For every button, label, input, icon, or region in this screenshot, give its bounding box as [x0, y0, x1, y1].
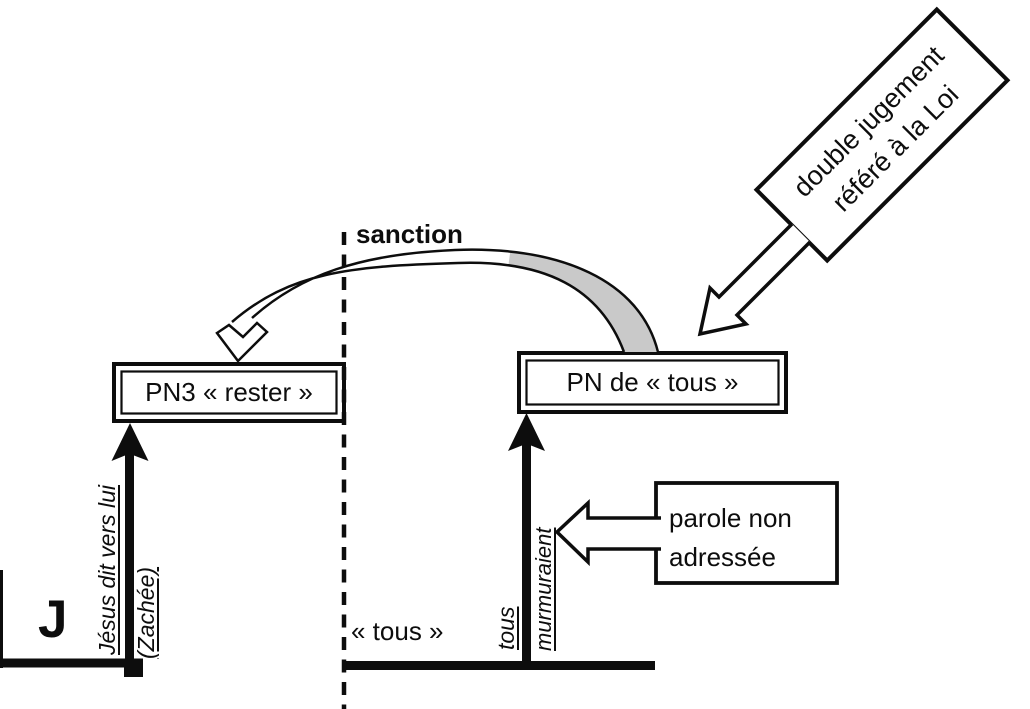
left-arrow-subcaption: (Zachée)	[133, 566, 159, 659]
parole-box-label: parole non adressée	[669, 499, 834, 577]
pn3-box-label: PN3 « rester »	[145, 377, 313, 407]
sanction-label: sanction	[356, 219, 463, 249]
parole-callout-arrow-icon	[554, 498, 661, 567]
left-up-arrow-icon	[111, 423, 149, 677]
bottom-tous-label: « tous »	[351, 616, 444, 646]
pn-tous-box	[517, 351, 788, 414]
sanction-arrowhead-icon	[215, 321, 269, 363]
subject-j-label: J	[38, 590, 68, 649]
left-baseline	[0, 658, 143, 668]
right-arrow-caption-right: murmuraient	[531, 527, 556, 651]
left-arrow-caption: Jésus dit vers lui	[94, 484, 120, 655]
pn-tous-box-label: PN de « tous »	[566, 367, 739, 397]
sanction-arc-gray-band	[496, 249, 658, 352]
right-up-arrow-icon	[508, 413, 545, 662]
note-callout-arrow-icon	[697, 222, 812, 337]
sanction-arc-arrow	[215, 248, 660, 363]
sanction-arc-outline	[231, 248, 660, 353]
right-arrow-caption-left: tous	[493, 606, 519, 650]
left-axis-line	[0, 570, 3, 668]
parole-line1: parole non	[669, 503, 792, 533]
right-baseline	[345, 661, 655, 670]
parole-box	[654, 481, 839, 585]
parole-line2: adressée	[669, 542, 776, 572]
